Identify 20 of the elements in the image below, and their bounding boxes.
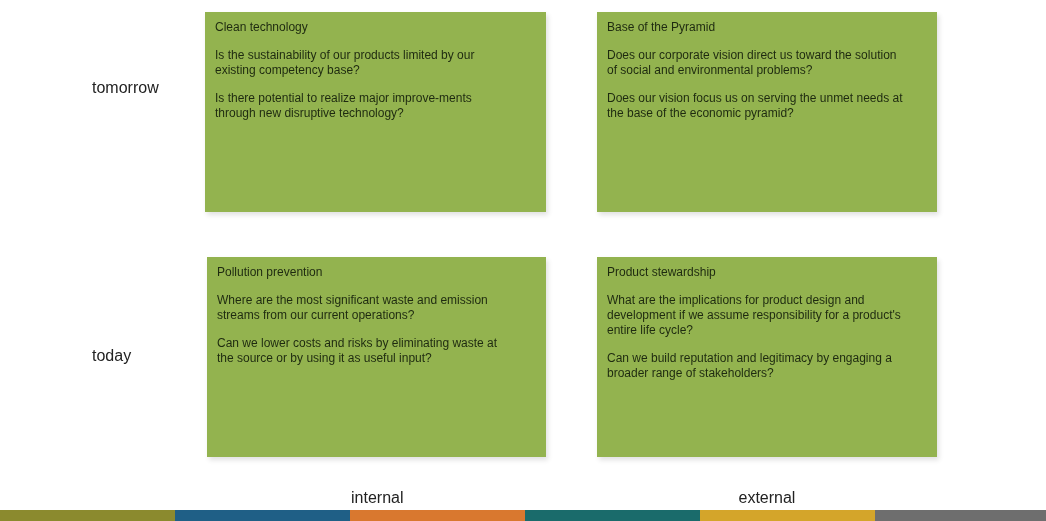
quadrant-card bbox=[205, 12, 546, 212]
question-text: Does our vision focus us on serving the unmet needs at the base of the economic pyramid? bbox=[607, 91, 904, 121]
question-text: Can we lower costs and risks by eliminating waste at the source or by using it as useful input? bbox=[217, 336, 499, 366]
quadrant-card bbox=[597, 12, 937, 212]
card-heading: Base of the Pyramid bbox=[607, 20, 717, 35]
row-label: tomorrow bbox=[92, 79, 159, 97]
question-text: Can we build reputation and legitimacy by engaging a broader range of stakeholders? bbox=[607, 351, 893, 381]
card-heading: Product stewardship bbox=[607, 265, 717, 280]
question-text: Does our corporate vision direct us toward the solution of social and environmental problems? bbox=[607, 48, 898, 78]
card-heading: Pollution prevention bbox=[217, 265, 324, 280]
row-label: today bbox=[92, 347, 132, 365]
column-label: external bbox=[738, 489, 796, 507]
column-label: internal bbox=[351, 489, 404, 507]
question-text: What are the implications for product design and development if we assume responsibility for a product's entire life cycle? bbox=[607, 293, 902, 338]
question-text: Is there potential to realize major improve-ments through new disruptive technology? bbox=[215, 91, 473, 121]
question-text: Is the sustainability of our products limited by our existing competency base? bbox=[215, 48, 476, 78]
quadrant-card bbox=[597, 257, 937, 457]
quadrant-card bbox=[207, 257, 546, 457]
card-heading: Clean technology bbox=[215, 20, 309, 35]
question-text: Where are the most significant waste and emission streams from our current operations? bbox=[217, 293, 489, 323]
